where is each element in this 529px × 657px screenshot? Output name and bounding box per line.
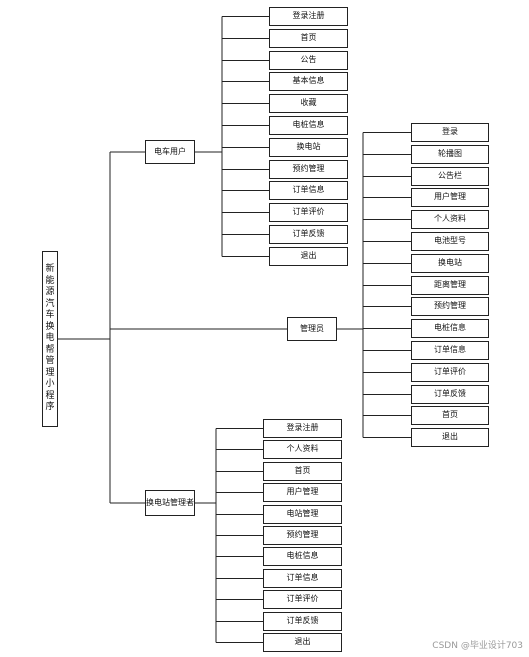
leaf-station-manager: 预约管理 <box>263 526 342 545</box>
leaf-ev-user: 订单信息 <box>269 181 348 200</box>
leaf-ev-user: 换电站 <box>269 138 348 157</box>
leaf-admin: 订单评价 <box>411 363 489 382</box>
leaf-ev-user: 订单评价 <box>269 203 348 222</box>
branch-node-station-manager: 换电站管理者 <box>145 490 195 516</box>
leaf-admin: 退出 <box>411 428 489 447</box>
leaf-ev-user: 收藏 <box>269 94 348 113</box>
leaf-admin: 电桩信息 <box>411 319 489 338</box>
leaf-admin: 订单信息 <box>411 341 489 360</box>
leaf-admin: 个人资料 <box>411 210 489 229</box>
leaf-ev-user: 退出 <box>269 247 348 266</box>
branch-node-admin: 管理员 <box>287 317 337 341</box>
leaf-station-manager: 首页 <box>263 462 342 481</box>
leaf-admin: 预约管理 <box>411 297 489 316</box>
leaf-ev-user: 电桩信息 <box>269 116 348 135</box>
leaf-admin: 电池型号 <box>411 232 489 251</box>
leaf-admin: 订单反馈 <box>411 385 489 404</box>
leaf-ev-user: 预约管理 <box>269 160 348 179</box>
leaf-ev-user: 首页 <box>269 29 348 48</box>
leaf-station-manager: 退出 <box>263 633 342 652</box>
leaf-admin: 轮播图 <box>411 145 489 164</box>
leaf-admin: 用户管理 <box>411 188 489 207</box>
leaf-station-manager: 订单信息 <box>263 569 342 588</box>
branch-node-ev-user: 电车用户 <box>145 140 195 164</box>
leaf-ev-user: 公告 <box>269 51 348 70</box>
leaf-ev-user: 基本信息 <box>269 72 348 91</box>
leaf-ev-user: 订单反馈 <box>269 225 348 244</box>
leaf-station-manager: 订单反馈 <box>263 612 342 631</box>
leaf-ev-user: 登录注册 <box>269 7 348 26</box>
leaf-admin: 首页 <box>411 406 489 425</box>
leaf-station-manager: 个人资料 <box>263 440 342 459</box>
leaf-admin: 换电站 <box>411 254 489 273</box>
leaf-station-manager: 登录注册 <box>263 419 342 438</box>
leaf-station-manager: 电桩信息 <box>263 547 342 566</box>
leaf-station-manager: 订单评价 <box>263 590 342 609</box>
leaf-station-manager: 用户管理 <box>263 483 342 502</box>
root-node: 新能源汽车换电帮管理小程序 <box>42 251 58 427</box>
leaf-admin: 登录 <box>411 123 489 142</box>
leaf-admin: 公告栏 <box>411 167 489 186</box>
leaf-admin: 距离管理 <box>411 276 489 295</box>
watermark: CSDN @毕业设计703 <box>432 641 523 651</box>
leaf-station-manager: 电站管理 <box>263 505 342 524</box>
